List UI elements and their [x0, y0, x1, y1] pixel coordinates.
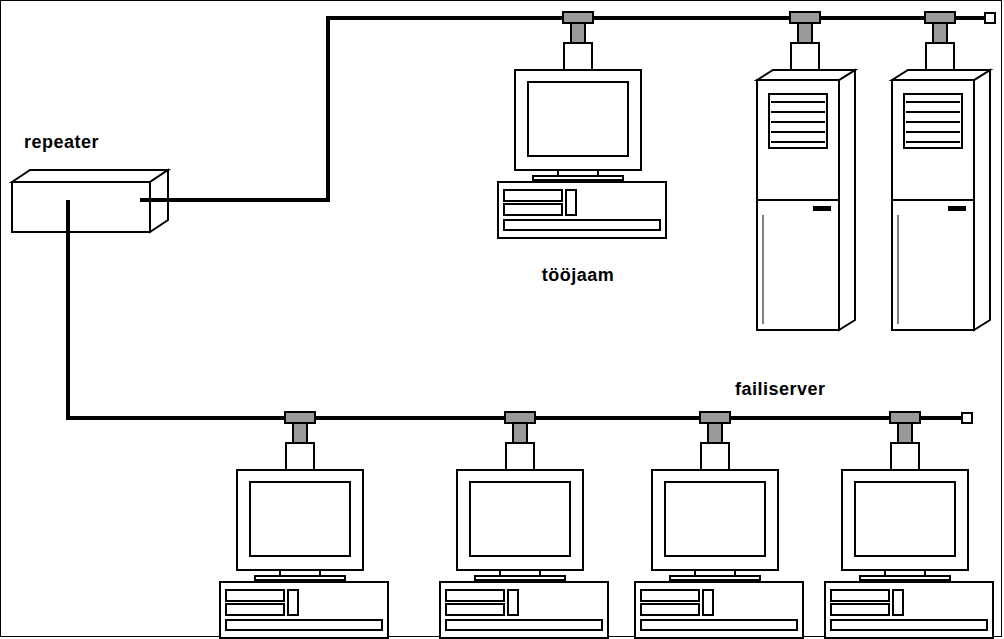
node-label: repeater: [24, 132, 99, 153]
repeater-box: repeater: [10, 132, 172, 235]
file-server: failiserver: [735, 24, 993, 400]
workstation: tööjaam: [478, 24, 678, 286]
bus-cable: [172, 18, 805, 200]
node-label: failiserver: [735, 379, 826, 400]
node-label: tööjaam: [542, 265, 615, 286]
